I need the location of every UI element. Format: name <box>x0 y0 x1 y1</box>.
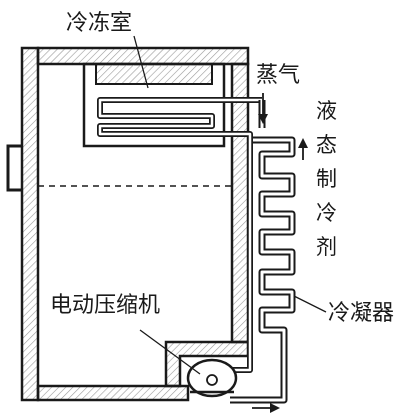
door-handle <box>6 144 22 192</box>
right-wall <box>230 62 250 344</box>
refrigerator-body <box>6 46 250 402</box>
liquid-refrigerant-char-4: 冷 <box>316 201 337 225</box>
compressor-label: 电动压缩机 <box>50 293 160 318</box>
vapor-label: 蒸气 <box>256 63 300 88</box>
evaporator-coil-inner <box>98 98 262 136</box>
freezer-compartment <box>82 62 262 148</box>
leader-lines <box>133 35 327 375</box>
liquid-refrigerant-char-3: 制 <box>316 167 337 191</box>
top-wall <box>36 46 250 66</box>
compressor-leader <box>139 329 201 375</box>
labels: 冷冻室 蒸气 液 态 制 冷 剂 冷凝器 电动压缩机 <box>50 11 394 326</box>
liquid-refrigerant-char-5: 剂 <box>316 235 337 259</box>
flow-arrows <box>252 93 308 413</box>
vapor-arrowhead <box>258 114 268 124</box>
freezer-label: 冷冻室 <box>66 11 132 36</box>
bottom-wall <box>36 384 190 402</box>
compressor-body <box>186 358 238 398</box>
liquid-refrigerant-char-1: 液 <box>316 99 337 123</box>
liquid-refrigerant-char-2: 态 <box>316 133 337 157</box>
compressor <box>186 358 238 398</box>
freezer-inner <box>95 63 213 85</box>
compressor-shaft <box>206 374 218 386</box>
outflow-arrowhead <box>270 403 280 413</box>
condenser-leader <box>293 295 327 313</box>
liquid-arrowhead <box>298 138 308 148</box>
freezer-leader <box>133 35 149 89</box>
condenser-label: 冷凝器 <box>328 301 394 326</box>
suction-line-inner <box>226 132 252 372</box>
left-wall <box>20 46 40 402</box>
